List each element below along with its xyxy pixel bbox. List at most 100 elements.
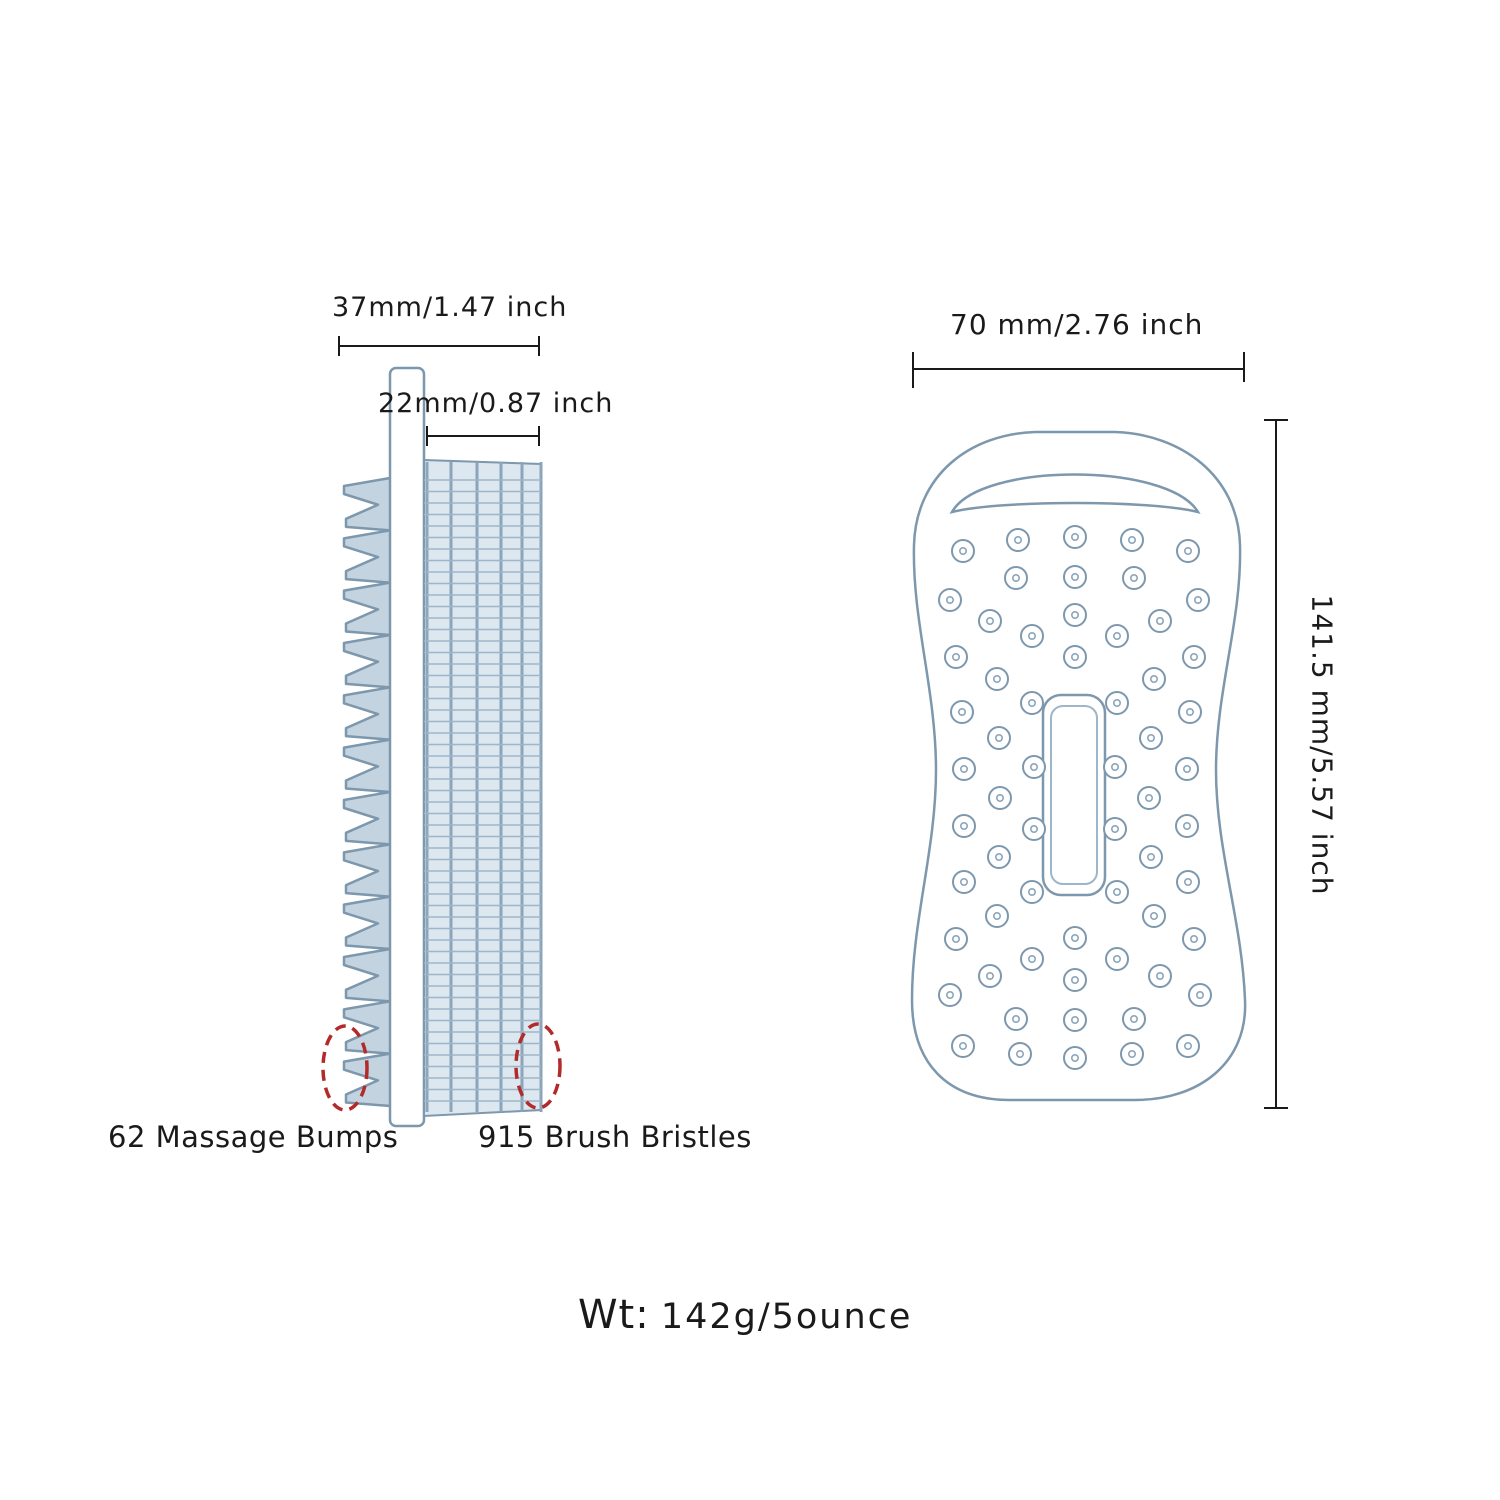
bump-dot-center (985, 971, 994, 980)
bump-dot-center (1194, 595, 1203, 604)
bump-dot-center (1147, 733, 1156, 742)
massage-bump-dot (1122, 566, 1146, 590)
bump-dot-ring (1020, 624, 1044, 648)
bump-dot-ring (1105, 947, 1129, 971)
bump-dot-ring (1105, 691, 1129, 715)
massage-bump-dot (1175, 757, 1199, 781)
bump-dot-center (959, 877, 968, 886)
bump-dot-ring (1176, 1034, 1200, 1058)
massage-bump-dot (1176, 870, 1200, 894)
massage-bump-dot (1004, 566, 1028, 590)
weight-line: Wt: 142g/5ounce (578, 1292, 912, 1338)
bump-dot-center (1030, 824, 1039, 833)
massage-bump-tooth (342, 947, 391, 1003)
side-view (321, 336, 562, 1128)
massage-bump-dot (952, 757, 976, 781)
massage-bump-dots (938, 525, 1212, 1070)
massage-bump-dot (1182, 645, 1206, 669)
massage-bump-dot (985, 904, 1009, 928)
bump-dot-center (1015, 1050, 1024, 1059)
bump-dot-ring (1186, 588, 1210, 612)
bump-dot-center (945, 990, 954, 999)
bristle-rows (424, 479, 541, 1102)
bump-dot-ring (978, 609, 1002, 633)
bumps-callout-circle (321, 1024, 369, 1112)
massage-bump-dot (951, 1034, 975, 1058)
bump-dot-ring (1105, 624, 1129, 648)
massage-bump-dot (1063, 1046, 1087, 1070)
massage-bump-tooth (342, 1000, 391, 1055)
bump-dot-ring (938, 588, 962, 612)
bump-dot-center (945, 595, 954, 604)
massage-bump-dot (1022, 817, 1046, 841)
massage-bump-dot (1022, 755, 1046, 779)
massage-bump-dot (1176, 539, 1200, 563)
bump-dot-center (1196, 990, 1205, 999)
bump-dot-ring (1004, 566, 1028, 590)
bump-dot-center (992, 911, 1001, 920)
massage-bump-dot (952, 814, 976, 838)
front-width-label: 70 mm/2.76 inch (950, 308, 1204, 341)
bump-dot-center (951, 934, 960, 943)
side-total-depth-dimension-line (338, 336, 540, 356)
massage-bump-dot (1142, 904, 1166, 928)
massage-bump-tooth (342, 581, 391, 637)
bump-dot-ring (951, 1034, 975, 1058)
brush-bristles-callout-label: 915 Brush Bristles (478, 1120, 752, 1154)
weight-value: 142g/5ounce (660, 1297, 913, 1337)
massage-bump-dot (1006, 528, 1030, 552)
massage-bump-dot (1182, 927, 1206, 951)
massage-bump-dot (1178, 700, 1202, 724)
bump-dot-ring (1139, 845, 1163, 869)
massage-bump-dot (1120, 528, 1144, 552)
massage-bump-dot (1063, 645, 1087, 669)
side-bristle-depth-label: 22mm/0.87 inch (378, 388, 614, 419)
massage-bump-dot (1063, 926, 1087, 950)
bump-dot-ring (944, 645, 968, 669)
massage-bump-dot (1020, 691, 1044, 715)
bump-dot-ring (1142, 667, 1166, 691)
bump-dot-ring (987, 726, 1011, 750)
massage-bump-dot (1186, 588, 1210, 612)
bump-dot-ring (1105, 880, 1129, 904)
massage-bump-dot (950, 700, 974, 724)
bump-dot-center (1028, 954, 1037, 963)
bump-dot-center (957, 707, 966, 716)
massage-bump-dot (987, 845, 1011, 869)
bump-dot-ring (1063, 565, 1087, 589)
bump-dot-ring (1122, 566, 1146, 590)
bump-dot-ring (952, 870, 976, 894)
massage-bump-dot (1148, 609, 1172, 633)
bristle-block (423, 458, 543, 1118)
massage-bump-dot (1139, 726, 1163, 750)
bump-dot-ring (985, 904, 1009, 928)
bump-dot-center (1071, 652, 1080, 661)
side-bristle-depth-dimension-line (426, 426, 540, 446)
massage-bumps-callout-label: 62 Massage Bumps (108, 1120, 399, 1154)
bump-dot-ring (1020, 691, 1044, 715)
bump-dot-center (1156, 616, 1165, 625)
bump-dot-ring (1175, 814, 1199, 838)
massage-bump-dot (951, 539, 975, 563)
front-height-label: 141.5 mm/5.57 inch (1305, 594, 1339, 896)
bump-dot-ring (944, 927, 968, 951)
massage-bump-dot (1063, 968, 1087, 992)
bump-dot-center (958, 1042, 967, 1051)
massage-bump-dot (1063, 525, 1087, 549)
bump-dot-ring (978, 964, 1002, 988)
bump-dot-center (995, 793, 1004, 802)
bristles-callout-circle (514, 1022, 562, 1110)
bump-dot-center (1147, 852, 1156, 861)
bump-dot-center (1128, 535, 1137, 544)
massage-bump-dot (1120, 1042, 1144, 1066)
massage-bump-dot (944, 645, 968, 669)
bump-dot-ring (1178, 700, 1202, 724)
bump-dot-center (1150, 911, 1159, 920)
massage-bump-dot (978, 609, 1002, 633)
massage-bump-dot (1063, 565, 1087, 589)
massage-bump-tooth (342, 633, 391, 689)
bump-dot-center (1071, 572, 1080, 581)
bump-dot-ring (1188, 983, 1212, 1007)
bump-dot-ring (1063, 603, 1087, 627)
bump-dot-ring (1063, 926, 1087, 950)
